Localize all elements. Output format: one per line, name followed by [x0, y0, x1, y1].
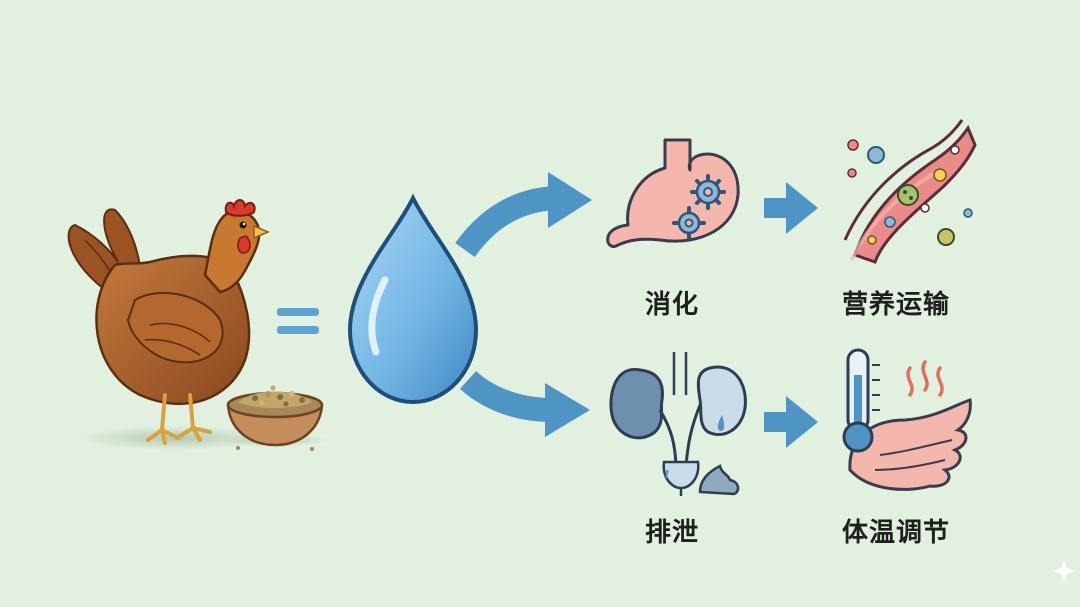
blood-vessel-icon [843, 119, 977, 264]
water-drop-icon [347, 193, 479, 405]
hen-icon [67, 199, 270, 450]
label-nutrient-transport: 营养运输 [842, 290, 951, 320]
arrow-digestion-to-transport [764, 182, 818, 234]
label-digestion: 消化 [645, 290, 700, 320]
stomach-icon [606, 138, 740, 248]
label-thermoregulation: 体温调节 [842, 518, 951, 548]
equals-sign [277, 308, 319, 334]
feed-bowl-icon [223, 385, 327, 451]
sparkle-icon [1053, 560, 1075, 582]
thermometer-wing-icon [842, 348, 972, 491]
label-excretion: 排泄 [645, 518, 700, 548]
kidney-icon [609, 352, 747, 496]
arrow-excretion-to-thermoregulation [764, 396, 818, 448]
branch-arrow-down [459, 370, 590, 437]
branch-arrow-up [455, 172, 592, 258]
